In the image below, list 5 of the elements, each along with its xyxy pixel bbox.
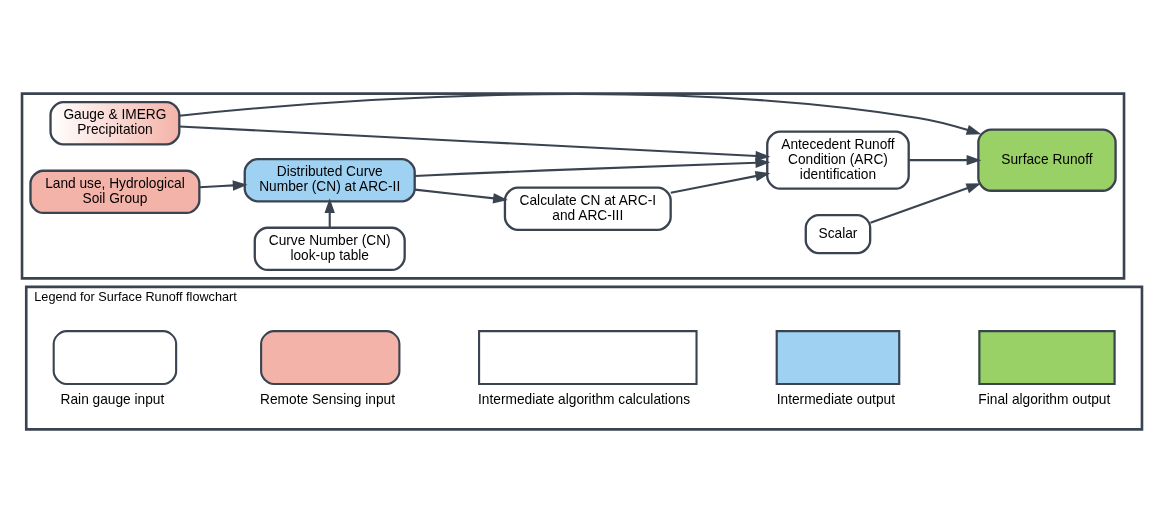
legend-label: Intermediate algorithm calculations xyxy=(478,391,691,407)
legend-label: Intermediate output xyxy=(776,391,895,407)
legend-label: Final algorithm output xyxy=(978,391,1111,407)
legend-label: Rain gauge input xyxy=(60,391,165,407)
legend-label: Remote Sensing input xyxy=(260,391,396,407)
